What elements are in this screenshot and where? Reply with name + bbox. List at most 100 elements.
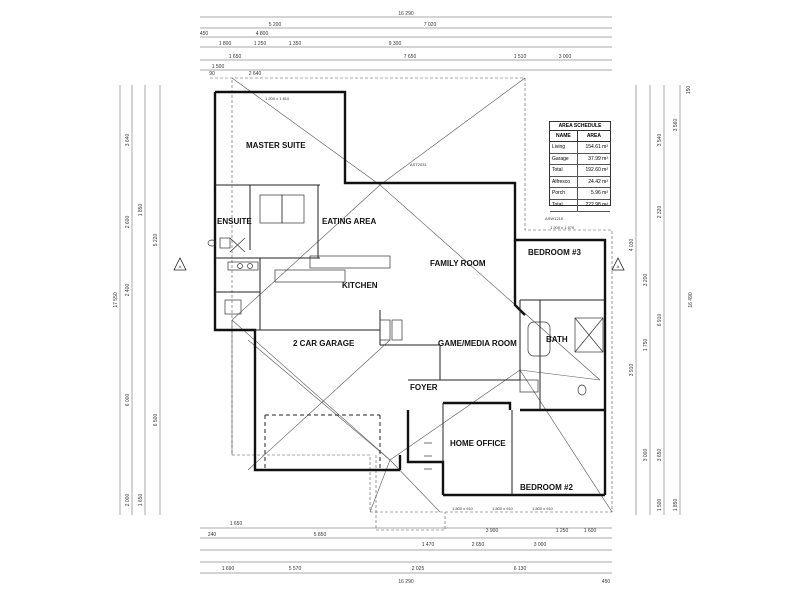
svg-text:1 750: 1 750 [643, 339, 649, 352]
room-bedroom-2: BEDROOM #2 [520, 483, 573, 492]
right-dimensions [635, 85, 681, 515]
room-game-media: GAME/MEDIA ROOM [438, 339, 517, 348]
svg-text:1 470: 1 470 [422, 542, 435, 548]
bottom-dimensions [200, 527, 612, 574]
room-kitchen: KITCHEN [342, 281, 378, 290]
svg-text:16 290: 16 290 [398, 11, 414, 17]
svg-text:1 500: 1 500 [657, 499, 663, 512]
svg-text:1 650: 1 650 [138, 494, 144, 507]
svg-text:1 800 x 910: 1 800 x 910 [532, 506, 554, 511]
svg-text:1 250: 1 250 [254, 41, 267, 47]
room-bath: BATH [546, 335, 568, 344]
svg-text:7 650: 7 650 [404, 54, 417, 60]
svg-text:2 000: 2 000 [125, 494, 131, 507]
svg-text:2 320: 2 320 [657, 206, 663, 219]
svg-text:A: A [617, 264, 620, 269]
svg-text:3 000: 3 000 [643, 449, 649, 462]
svg-text:1 850: 1 850 [673, 499, 679, 512]
room-labels: MASTER SUITE ENSUITE EATING AREA KITCHEN… [217, 141, 581, 492]
roof-outline [210, 77, 613, 531]
svg-text:6 500: 6 500 [153, 414, 159, 427]
svg-text:1 800: 1 800 [219, 41, 232, 47]
svg-text:ASW1215: ASW1215 [545, 216, 564, 221]
svg-text:1 800 x 910: 1 800 x 910 [452, 506, 474, 511]
walls [213, 90, 607, 497]
room-ensuite: ENSUITE [217, 217, 252, 226]
room-eating-area: EATING AREA [322, 217, 376, 226]
room-foyer: FOYER [410, 383, 438, 392]
svg-text:3 650: 3 650 [657, 449, 663, 462]
svg-text:3 540: 3 540 [657, 134, 663, 147]
svg-text:150: 150 [686, 86, 692, 95]
svg-text:2 650: 2 650 [472, 542, 485, 548]
svg-text:5 850: 5 850 [314, 532, 327, 538]
svg-text:6 910: 6 910 [657, 314, 663, 327]
svg-text:1 200 x 1 670: 1 200 x 1 670 [550, 225, 575, 230]
svg-text:A: A [179, 264, 182, 269]
svg-text:1 600: 1 600 [584, 528, 597, 534]
svg-text:17 550: 17 550 [113, 292, 119, 308]
svg-text:9 300: 9 300 [389, 41, 402, 47]
svg-text:1 200 x 1 810: 1 200 x 1 810 [265, 96, 290, 101]
svg-text:2 600: 2 600 [125, 216, 131, 229]
svg-text:1 250: 1 250 [556, 528, 569, 534]
svg-text:1 850: 1 850 [138, 204, 144, 217]
svg-text:240: 240 [208, 532, 217, 538]
window-labels: 1 200 x 1 810 1 200 x 1 670 1 800 x 910 … [265, 96, 575, 511]
section-marker-right: A [611, 257, 625, 271]
svg-text:6 130: 6 130 [514, 566, 527, 572]
svg-text:450: 450 [200, 31, 209, 37]
svg-text:6 000: 6 000 [125, 394, 131, 407]
room-home-office: HOME OFFICE [450, 439, 506, 448]
svg-text:1 650: 1 650 [229, 54, 242, 60]
svg-text:16 290: 16 290 [398, 579, 414, 585]
svg-text:2 400: 2 400 [125, 284, 131, 297]
svg-text:1 800 x 910: 1 800 x 910 [492, 506, 514, 511]
svg-text:5 570: 5 570 [289, 566, 302, 572]
col-area: AREA [577, 131, 610, 142]
svg-text:5 200: 5 200 [269, 22, 282, 28]
svg-text:AST2031: AST2031 [410, 162, 427, 167]
svg-text:5 220: 5 220 [153, 234, 159, 247]
svg-text:4 030: 4 030 [629, 239, 635, 252]
svg-text:2 640: 2 640 [249, 71, 262, 77]
interior-walls [215, 184, 605, 495]
svg-text:1 350: 1 350 [289, 41, 302, 47]
svg-text:1 500: 1 500 [212, 64, 225, 70]
svg-text:3 200: 3 200 [643, 274, 649, 287]
svg-text:3 000: 3 000 [559, 54, 572, 60]
svg-text:1 510: 1 510 [514, 54, 527, 60]
svg-text:450: 450 [602, 579, 611, 585]
room-family-room: FAMILY ROOM [430, 259, 486, 268]
svg-text:1 650: 1 650 [230, 521, 243, 527]
svg-text:3 910: 3 910 [629, 364, 635, 377]
svg-text:1 690: 1 690 [222, 566, 235, 572]
top-dimensions [200, 16, 612, 71]
room-bedroom-3: BEDROOM #3 [528, 248, 581, 257]
fixtures [207, 194, 604, 470]
svg-text:3 900: 3 900 [486, 528, 499, 534]
svg-text:3 560: 3 560 [673, 119, 679, 132]
svg-text:7 020: 7 020 [424, 22, 437, 28]
svg-text:2 025: 2 025 [412, 566, 425, 572]
svg-text:4 800: 4 800 [256, 31, 269, 37]
svg-text:16 490: 16 490 [688, 292, 694, 308]
section-marker-left: A [173, 257, 187, 271]
col-name: NAME [550, 131, 578, 142]
room-garage: 2 CAR GARAGE [293, 339, 355, 348]
svg-text:3 000: 3 000 [534, 542, 547, 548]
svg-text:3 640: 3 640 [125, 134, 131, 147]
room-master-suite: MASTER SUITE [246, 141, 306, 150]
schedule-title: AREA SCHEDULE [550, 122, 610, 131]
svg-text:90: 90 [209, 71, 215, 77]
left-dimensions [119, 85, 161, 515]
